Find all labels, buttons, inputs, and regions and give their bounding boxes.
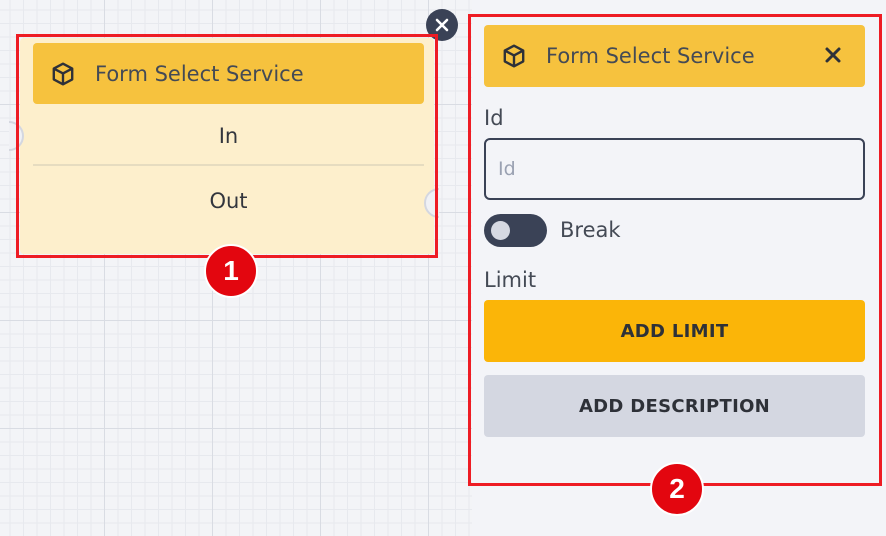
properties-panel: Form Select Service Id Break Limit ADD L… <box>472 0 886 536</box>
output-port-handle[interactable] <box>424 188 439 218</box>
cube-icon <box>49 60 77 88</box>
close-icon <box>825 47 841 63</box>
break-label: Break <box>560 218 621 242</box>
flow-node[interactable]: Form Select Service In Out <box>20 38 434 254</box>
close-circle-icon <box>435 18 449 32</box>
id-label: Id <box>484 106 504 130</box>
close-panel-button[interactable] <box>819 41 847 69</box>
annotation-badge-2: 2 <box>650 462 704 516</box>
cube-icon <box>500 42 528 70</box>
add-limit-button[interactable]: ADD LIMIT <box>484 300 865 362</box>
break-toggle[interactable] <box>484 214 547 247</box>
panel-header: Form Select Service <box>484 25 865 87</box>
annotation-badge-1: 1 <box>204 244 258 298</box>
port-in-label: In <box>218 124 239 148</box>
node-header[interactable]: Form Select Service <box>33 43 424 104</box>
add-description-button[interactable]: ADD DESCRIPTION <box>484 375 865 437</box>
panel-title: Form Select Service <box>546 44 755 68</box>
node-title: Form Select Service <box>95 61 304 86</box>
delete-node-button[interactable] <box>426 9 458 41</box>
port-out-label: Out <box>209 189 248 213</box>
id-input[interactable] <box>484 138 865 200</box>
limit-label: Limit <box>484 268 537 292</box>
node-port-in: In <box>33 108 424 166</box>
toggle-knob <box>491 221 510 240</box>
node-port-out: Out <box>33 172 424 230</box>
